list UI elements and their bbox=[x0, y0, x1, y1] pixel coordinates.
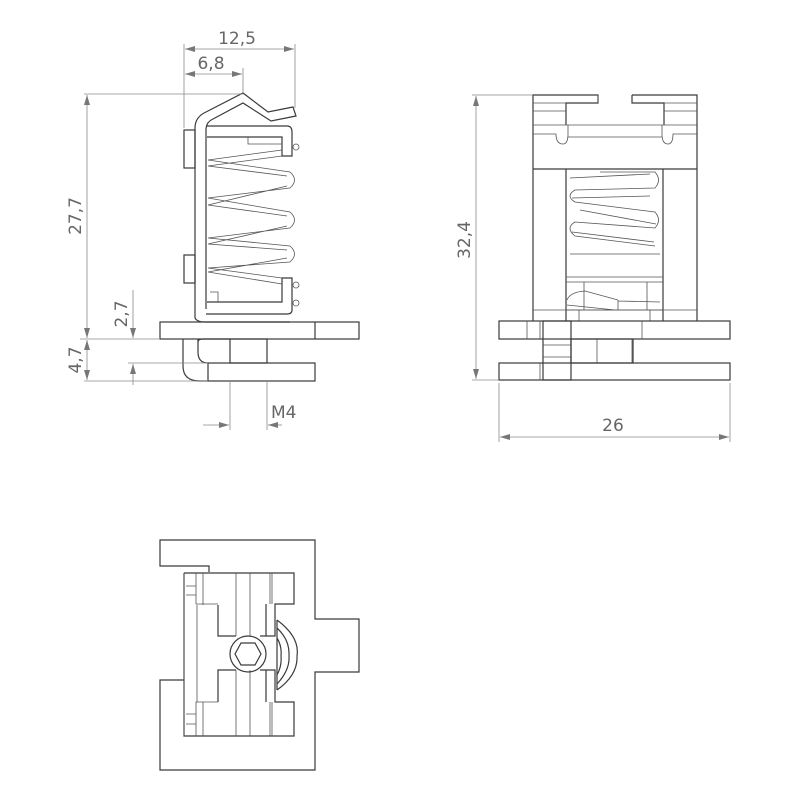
side-tab bbox=[183, 129, 196, 169]
spring bbox=[207, 149, 295, 302]
front-view: 32,4 26 bbox=[455, 94, 731, 442]
dimension-32-4: 32,4 bbox=[455, 94, 533, 381]
lower-plate bbox=[498, 362, 731, 381]
lower-plate bbox=[207, 362, 316, 382]
dimension-2-7: 2,7 bbox=[112, 290, 208, 385]
dim-label-overall-height: 32,4 bbox=[455, 221, 475, 259]
spring-clip bbox=[194, 92, 297, 318]
hook-stack bbox=[542, 320, 572, 381]
body bbox=[532, 94, 698, 321]
hook bbox=[182, 338, 230, 382]
base-plate bbox=[159, 321, 360, 340]
base-plate bbox=[498, 320, 731, 340]
dim-label-clip-offset: 6,8 bbox=[197, 54, 224, 74]
top-view bbox=[159, 539, 360, 771]
dim-label-base-height: 4,7 bbox=[66, 346, 86, 373]
spring-housing bbox=[206, 125, 293, 157]
side-view-part bbox=[159, 92, 360, 382]
clip-body bbox=[183, 572, 295, 737]
base-plate-outline bbox=[159, 539, 360, 771]
side-tab bbox=[183, 254, 196, 284]
hex-socket-icon bbox=[234, 642, 262, 666]
dimension-12-5: 12,5 bbox=[183, 29, 296, 128]
dim-label-overall-width: 12,5 bbox=[218, 29, 256, 49]
dimension-4-7: 4,7 bbox=[66, 340, 208, 382]
dim-label-thread: M4 bbox=[271, 403, 296, 423]
dimension-6-8: 6,8 bbox=[185, 54, 244, 92]
nut bbox=[229, 338, 268, 364]
front-view-part bbox=[498, 94, 731, 381]
spring-arc bbox=[276, 619, 298, 691]
dimension-26: 26 bbox=[498, 383, 731, 442]
nut bbox=[570, 338, 634, 364]
dim-label-overall-width: 26 bbox=[602, 416, 624, 436]
dimension-27-7: 27,7 bbox=[66, 93, 243, 340]
nut-circle bbox=[229, 635, 267, 673]
dim-label-clip-height: 27,7 bbox=[66, 197, 86, 235]
dimension-m4: M4 bbox=[203, 381, 296, 430]
side-view: 12,5 6,8 27,7 2,7 4,7 bbox=[66, 29, 360, 430]
dim-label-plate-gap: 2,7 bbox=[112, 300, 132, 327]
spring bbox=[569, 171, 660, 255]
